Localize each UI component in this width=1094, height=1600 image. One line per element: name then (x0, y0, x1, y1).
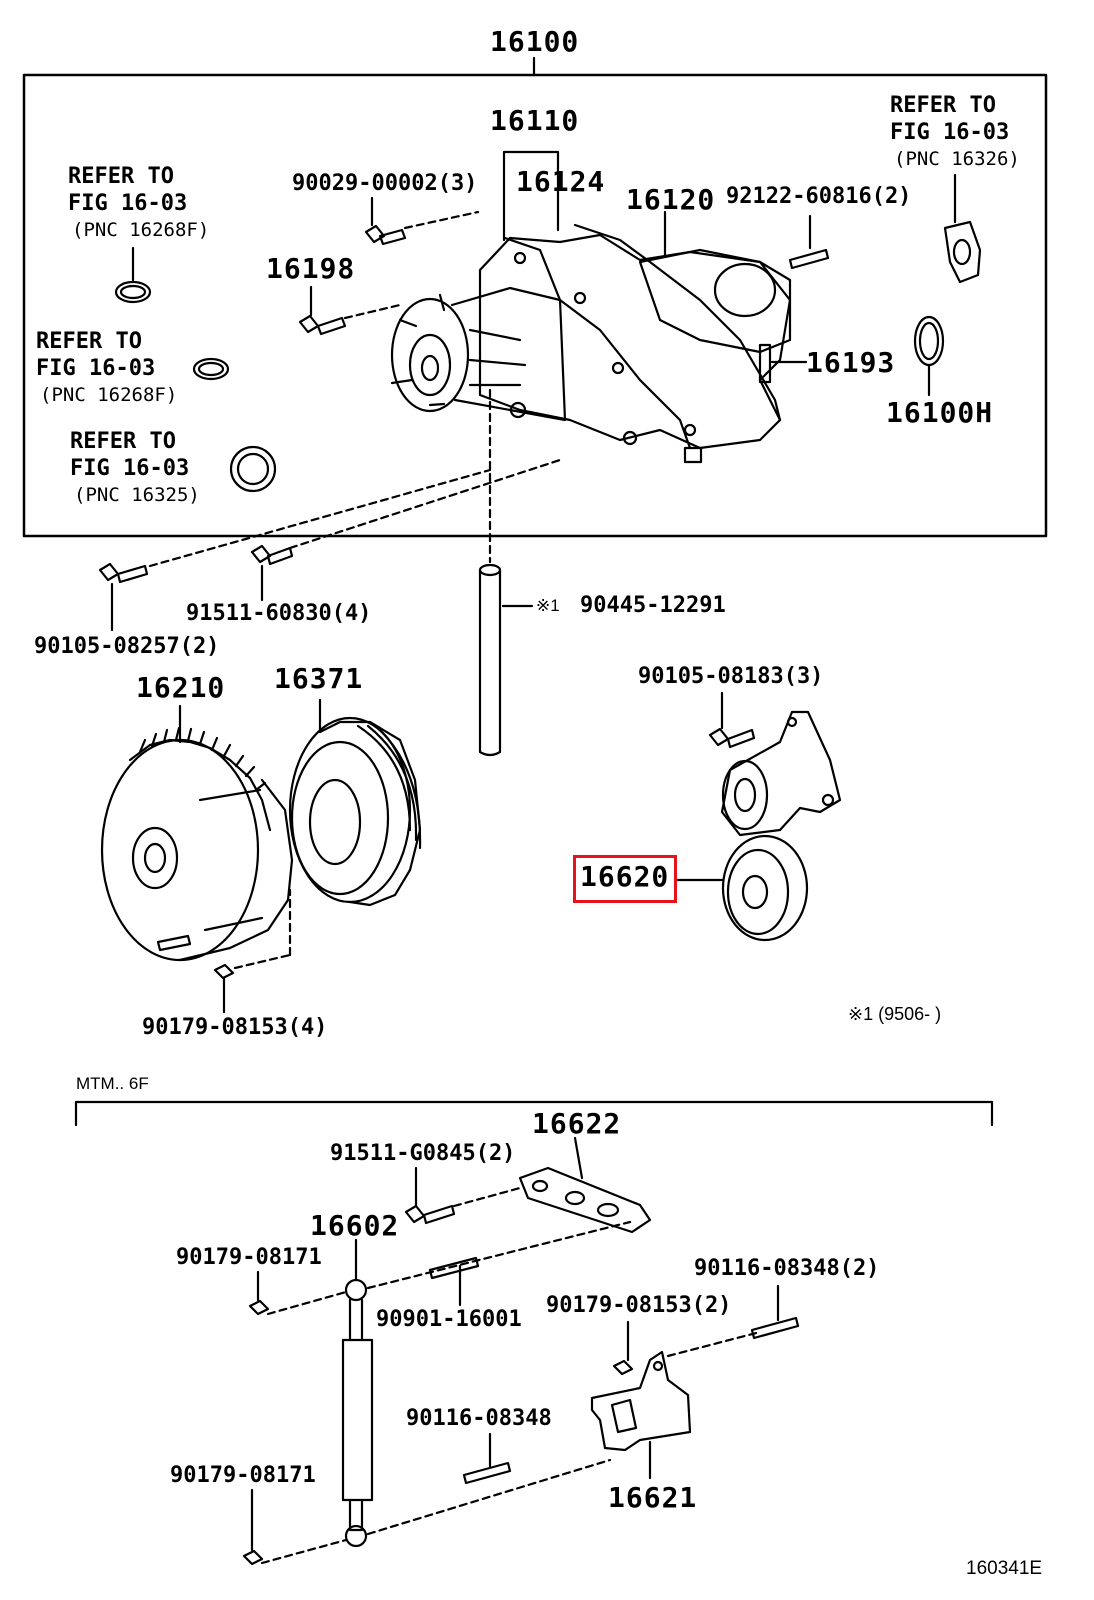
part-label-16620[interactable]: 16620 (580, 860, 670, 893)
stud-icon (428, 1256, 480, 1307)
part-label-90116-08348-2[interactable]: 90116-08348(2) (694, 1256, 880, 1281)
part-label-90179-08153-4[interactable]: 90179-08153(4) (142, 1015, 328, 1040)
part-label-16210[interactable]: 16210 (136, 671, 226, 704)
section-label-mtm: MTM.. 6F (76, 1074, 149, 1093)
refer-fig-label[interactable]: FIG 16-03 (70, 456, 190, 481)
nut-icon (156, 888, 292, 1014)
stud-icon (758, 343, 808, 384)
damper-icon (341, 1238, 374, 1548)
water-pump-icon (390, 223, 792, 464)
refer-fig-label[interactable]: FIG 16-03 (68, 191, 188, 216)
part-label-90105-08257[interactable]: 90105-08257(2) (34, 634, 220, 659)
refer-to-label: REFER TO (890, 93, 996, 118)
part-label-90179-08153-2[interactable]: 90179-08153(2) (546, 1293, 732, 1318)
part-label-90029-00002[interactable]: 90029-00002(3) (292, 171, 478, 196)
part-label-90179-08171[interactable]: 90179-08171 (176, 1245, 322, 1270)
part-label-16110[interactable]: 16110 (490, 104, 580, 137)
refer-to-label: REFER TO (36, 329, 142, 354)
stud-icon (462, 1432, 512, 1485)
bracket-icon (590, 1330, 762, 1480)
o-ring-icon (229, 445, 277, 493)
refer-fig-label[interactable]: FIG 16-03 (890, 120, 1010, 145)
part-label-91511-60830[interactable]: 91511-60830(4) (186, 601, 372, 626)
o-ring-icon (192, 357, 230, 381)
nut-icon (612, 1320, 634, 1376)
refer-pnc-label: (PNC 16325) (74, 484, 200, 506)
part-label-16622[interactable]: 16622 (532, 1107, 622, 1140)
refer-pnc-label: (PNC 16268F) (40, 384, 178, 406)
part-label-16621[interactable]: 16621 (608, 1481, 698, 1514)
bolt-icon (98, 562, 149, 632)
fan-coupling-icon (100, 704, 294, 962)
part-label-16193[interactable]: 16193 (806, 346, 896, 379)
bolt-icon (404, 1166, 522, 1225)
o-ring-icon (114, 246, 152, 304)
stud-icon (750, 1284, 800, 1340)
refer-to-label: REFER TO (68, 164, 174, 189)
part-label-16100h[interactable]: 16100H (886, 396, 994, 429)
part-label-90901-16001[interactable]: 90901-16001 (376, 1307, 522, 1332)
part-label-90179-08171[interactable]: 90179-08171 (170, 1463, 316, 1488)
refer-to-label: REFER TO (70, 429, 176, 454)
refer-pnc-label: (PNC 16268F) (72, 219, 210, 241)
gasket-icon (943, 173, 982, 284)
part-label-16100[interactable]: 16100 (490, 25, 580, 58)
part-label-90105-08183[interactable]: 90105-08183(3) (638, 664, 824, 689)
stud-icon (788, 214, 830, 270)
figure-id: 160341E (966, 1558, 1043, 1579)
bracket-icon (518, 1136, 652, 1234)
pipe-icon (478, 563, 534, 757)
part-label-16602[interactable]: 16602 (310, 1209, 400, 1242)
footnote: ※1 (9506- ) (848, 1004, 942, 1024)
part-label-92122-60816[interactable]: 92122-60816(2) (726, 184, 912, 209)
nut-icon (242, 1488, 264, 1566)
pipe-note-mark: ※1 (536, 596, 560, 615)
tensioner-icon (708, 691, 842, 837)
idler-pulley-icon (673, 834, 809, 942)
section-bracket (74, 1100, 994, 1127)
part-label-16198[interactable]: 16198 (266, 252, 356, 285)
o-ring-icon (913, 315, 945, 397)
part-label-16371[interactable]: 16371 (274, 662, 364, 695)
part-label-91511-g0845[interactable]: 91511-G0845(2) (330, 1141, 516, 1166)
refer-pnc-label: (PNC 16326) (894, 148, 1020, 170)
bolt-icon (250, 544, 294, 602)
bolt-icon (364, 196, 480, 246)
part-label-90116-08348[interactable]: 90116-08348 (406, 1406, 552, 1431)
pulley-icon (288, 698, 422, 907)
bolt-icon (298, 285, 402, 336)
refer-fig-label[interactable]: FIG 16-03 (36, 356, 156, 381)
part-label-16120[interactable]: 16120 (626, 183, 716, 216)
part-label-16124[interactable]: 16124 (516, 165, 606, 198)
part-label-90445-12291[interactable]: 90445-12291 (580, 593, 726, 618)
highlighted-part-callout (573, 855, 677, 903)
nut-icon (248, 1270, 270, 1316)
